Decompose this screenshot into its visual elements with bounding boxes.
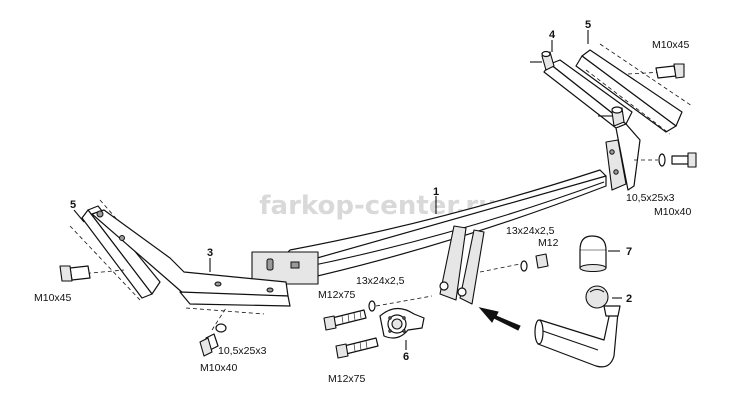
label-washer-left: 10,5x25x3 [218, 345, 267, 357]
label-m10x45-right: M10x45 [652, 39, 690, 51]
callout-5-left: 5 [70, 199, 76, 211]
callout-5-right: 5 [585, 19, 591, 31]
label-washer-right: 10,5x25x3 [626, 192, 675, 204]
label-m10x45-left: M10x45 [34, 292, 72, 304]
label-m10x40-left: M10x40 [200, 362, 238, 374]
crossbeam-part-1 [251, 139, 627, 305]
ball-neck-part-2 [534, 285, 621, 368]
leader-lines [73, 30, 622, 350]
right-side-brackets [530, 43, 693, 191]
ball-cap-part-7 [579, 235, 607, 273]
bolt-m10x40-right [634, 152, 697, 168]
label-m12x75-upper: M12x75 [318, 289, 356, 301]
callout-4: 4 [549, 29, 556, 41]
label-nut-m12: M12 [538, 237, 559, 249]
bolt-m10x45-left [59, 265, 125, 282]
callout-1: 1 [433, 186, 439, 198]
assembly-arrow [478, 307, 521, 331]
bolt-m10x40-left [199, 307, 227, 357]
left-side-brackets [69, 199, 291, 315]
label-washer-mid-right: 13x24x2,5 [506, 225, 555, 237]
bolt-m10x45-right [627, 63, 685, 79]
socket-plate-part-6 [379, 307, 425, 339]
callout-6: 6 [403, 351, 409, 363]
center-fasteners [323, 253, 549, 359]
callout-2: 2 [626, 293, 632, 305]
label-m12x75-lower: M12x75 [328, 373, 366, 385]
label-m10x40-right: M10x40 [654, 206, 692, 218]
callout-3: 3 [207, 247, 213, 259]
callout-7: 7 [626, 246, 632, 258]
label-washer-mid-left: 13x24x2,5 [356, 275, 405, 287]
